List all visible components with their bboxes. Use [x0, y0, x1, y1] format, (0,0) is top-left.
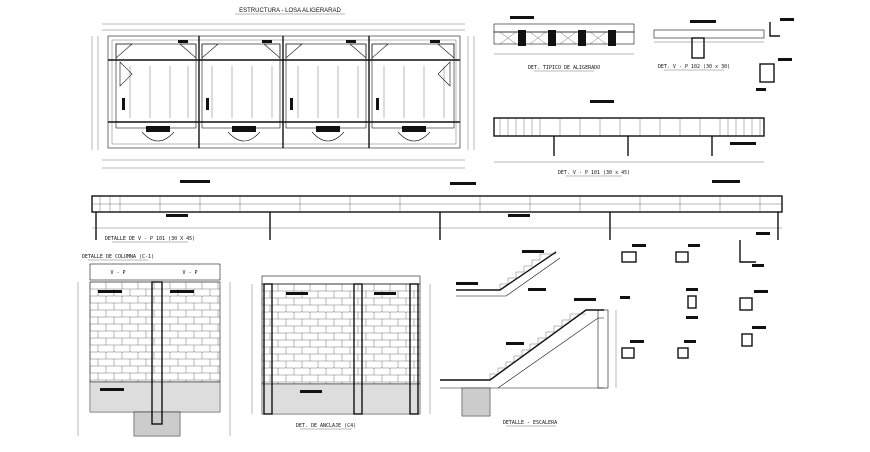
stair-detail-drawing: DETALLE - ESCALERA	[440, 250, 617, 427]
beam-small-detail-drawing: DET. V - P 102 (30 x 30)	[653, 18, 794, 91]
section-sketches	[620, 232, 770, 359]
stair-title: DETALLE - ESCALERA	[503, 420, 557, 426]
anchor-title: DET. DE ANCLAJE (C4)	[296, 423, 356, 429]
beam-small-title: DET. V - P 102 (30 x 30)	[658, 64, 730, 70]
beam-long-detail-drawing: DETALLE DE V - P 101 (30 X 45)	[91, 180, 783, 243]
column-tag-left: V - P	[110, 270, 125, 276]
joist-detail-title: DET. TIPICO DE ALIGERADO	[528, 65, 600, 71]
joist-detail-drawing: DET. TIPICO DE ALIGERADO	[493, 16, 635, 72]
anchor-detail-drawing: DET. DE ANCLAJE (C4)	[251, 275, 431, 430]
slab-plan-drawing: ESTRUCTURA - LOSA ALIGERARAD	[91, 8, 475, 169]
column-title: DETALLE DE COLUMNA (C-1)	[82, 254, 154, 260]
beam-long-title: DETALLE DE V - P 101 (30 X 45)	[105, 236, 195, 242]
column-detail-drawing: DETALLE DE COLUMNA (C-1) V - P V - P	[77, 254, 231, 437]
column-tag-right: V - P	[182, 270, 197, 276]
beam-mid-detail-drawing: DET. V - P 101 (30 x 45)	[493, 100, 765, 177]
beam-mid-title: DET. V - P 101 (30 x 45)	[558, 170, 630, 176]
slab-plan-title: ESTRUCTURA - LOSA ALIGERARAD	[239, 8, 341, 14]
